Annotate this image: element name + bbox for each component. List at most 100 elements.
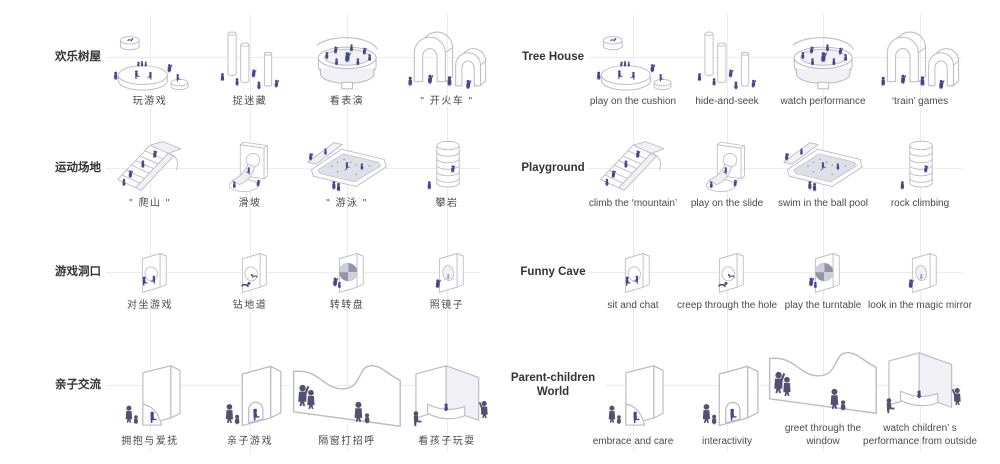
item-climb-mountain: " 爬山 " (100, 126, 200, 210)
grid-vline (823, 14, 824, 452)
grid-hline (588, 272, 962, 273)
grid-hline (106, 168, 480, 169)
item-caption: 照镜子 (429, 300, 465, 311)
ball-pool-icon (780, 138, 866, 194)
grid-vline (347, 14, 348, 452)
item-caption: embrace and care (592, 436, 674, 447)
item-climb-mountain: climb the ‘mountain’ (571, 126, 695, 210)
item-magic-mirror: look in the magic mirror (858, 246, 982, 312)
item-caption: 滑坡 (238, 198, 262, 209)
item-caption: 看孩子玩耍 (418, 436, 476, 447)
hide-and-seek-pillars-icon (217, 30, 283, 92)
item-caption: 捉迷藏 (232, 96, 268, 107)
item-sit-and-chat: sit and chat (571, 246, 695, 312)
row-label-funny-cave-zh: 游戏洞口 (55, 266, 101, 278)
item-interactivity: 亲子游戏 (200, 334, 300, 448)
climbing-stairs-icon (114, 138, 186, 194)
item-caption: 攀岩 (435, 198, 459, 209)
turntable-hole-icon (327, 250, 368, 296)
slide-panel-icon (225, 138, 274, 194)
item-caption: rock climbing (890, 198, 950, 209)
creep-hole-icon (230, 250, 271, 296)
embrace-wall-icon (598, 360, 668, 432)
item-watch-performance: watch performance (761, 14, 885, 108)
item-magic-mirror: 照镜子 (397, 246, 497, 312)
item-hide-and-seek: hide-and-seek (665, 14, 789, 108)
row-label-playground-zh: 运动场地 (55, 162, 101, 174)
sit-and-chat-hole-icon (613, 250, 654, 296)
slide-panel-icon (702, 138, 751, 194)
ball-pool-icon (304, 138, 390, 194)
item-train-games: " 开火车 " (397, 14, 497, 108)
item-slide: play on the slide (665, 126, 789, 210)
item-cushion-play: 玩游戏 (100, 14, 200, 108)
item-hide-and-seek: 捉迷藏 (200, 14, 300, 108)
item-watch-performance: 看表演 (297, 14, 397, 108)
magic-mirror-hole-icon (900, 250, 941, 296)
row-label-tree-house: Tree House (522, 51, 584, 63)
item-caption: play the turntable (784, 300, 862, 311)
item-creep-hole: 钻地道 (200, 246, 300, 312)
window-wall-icon (285, 360, 409, 432)
grid-hline (106, 272, 480, 273)
grid-hline (588, 168, 962, 169)
item-caption: " 游泳 " (326, 198, 368, 209)
train-arches-icon (404, 30, 491, 92)
row-label-parent-world: Parent-children World (510, 372, 596, 398)
item-caption: 玩游戏 (132, 96, 168, 107)
grid-vline (633, 14, 634, 452)
item-caption: watch performance (780, 96, 866, 107)
item-caption: look in the magic mirror (868, 300, 972, 311)
item-watch-outside: 看孩子玩耍 (397, 334, 497, 448)
item-interactivity: interactivity (665, 334, 789, 448)
item-caption: greet through the window (784, 423, 862, 447)
magic-mirror-hole-icon (427, 250, 468, 296)
item-cushion-play: play on the cushion (571, 14, 695, 108)
item-caption: climb the ‘mountain’ (588, 198, 678, 209)
item-embrace: embrace and care (571, 334, 695, 448)
row-label-playground: Playground (521, 162, 585, 174)
grid-vline (250, 14, 251, 452)
item-caption: " 爬山 " (129, 198, 171, 209)
item-caption: creep through the hole (676, 300, 778, 311)
item-greet-window: 隔窗打招呼 (297, 334, 397, 448)
row-label-funny-cave: Funny Cave (520, 266, 586, 278)
item-caption: 亲子游戏 (227, 436, 273, 447)
embrace-wall-icon (115, 360, 185, 432)
cushion-play-icon (594, 30, 673, 92)
item-ball-pool: " 游泳 " (297, 126, 397, 210)
row-label-parent-world-zh: 亲子交流 (55, 379, 101, 391)
item-caption: " 开火车 " (420, 96, 474, 107)
item-caption: 对坐游戏 (127, 300, 173, 311)
item-sit-and-chat: 对坐游戏 (100, 246, 200, 312)
climbing-stairs-icon (597, 138, 669, 194)
item-caption: 看表演 (329, 96, 365, 107)
item-caption: 钻地道 (232, 300, 268, 311)
item-creep-hole: creep through the hole (665, 246, 789, 312)
item-caption: ‘train’ games (891, 96, 949, 107)
turntable-hole-icon (803, 250, 844, 296)
item-caption: 拥抱与爱抚 (121, 436, 179, 447)
interactivity-arch-icon (214, 360, 286, 432)
grid-hline (106, 57, 480, 58)
corner-watch-icon (875, 347, 966, 419)
item-turntable: 转转盘 (297, 246, 397, 312)
item-turntable: play the turntable (761, 246, 885, 312)
hide-and-seek-pillars-icon (694, 30, 760, 92)
item-caption: play on the slide (690, 198, 764, 209)
creep-hole-icon (707, 250, 748, 296)
corner-watch-icon (402, 360, 493, 432)
item-slide: 滑坡 (200, 126, 300, 210)
item-caption: 转转盘 (329, 300, 365, 311)
item-train-games: ‘train’ games (858, 14, 982, 108)
item-caption: interactivity (701, 436, 752, 447)
grid-vline (447, 14, 448, 452)
rock-climbing-tower-icon (893, 138, 947, 194)
item-caption: swim in the ball pool (777, 198, 869, 209)
item-caption: sit and chat (607, 300, 659, 311)
grid-hline (588, 57, 962, 58)
sit-and-chat-hole-icon (130, 250, 171, 296)
row-label-tree-house-zh: 欢乐树屋 (55, 51, 101, 63)
performance-stage-icon (789, 30, 857, 92)
